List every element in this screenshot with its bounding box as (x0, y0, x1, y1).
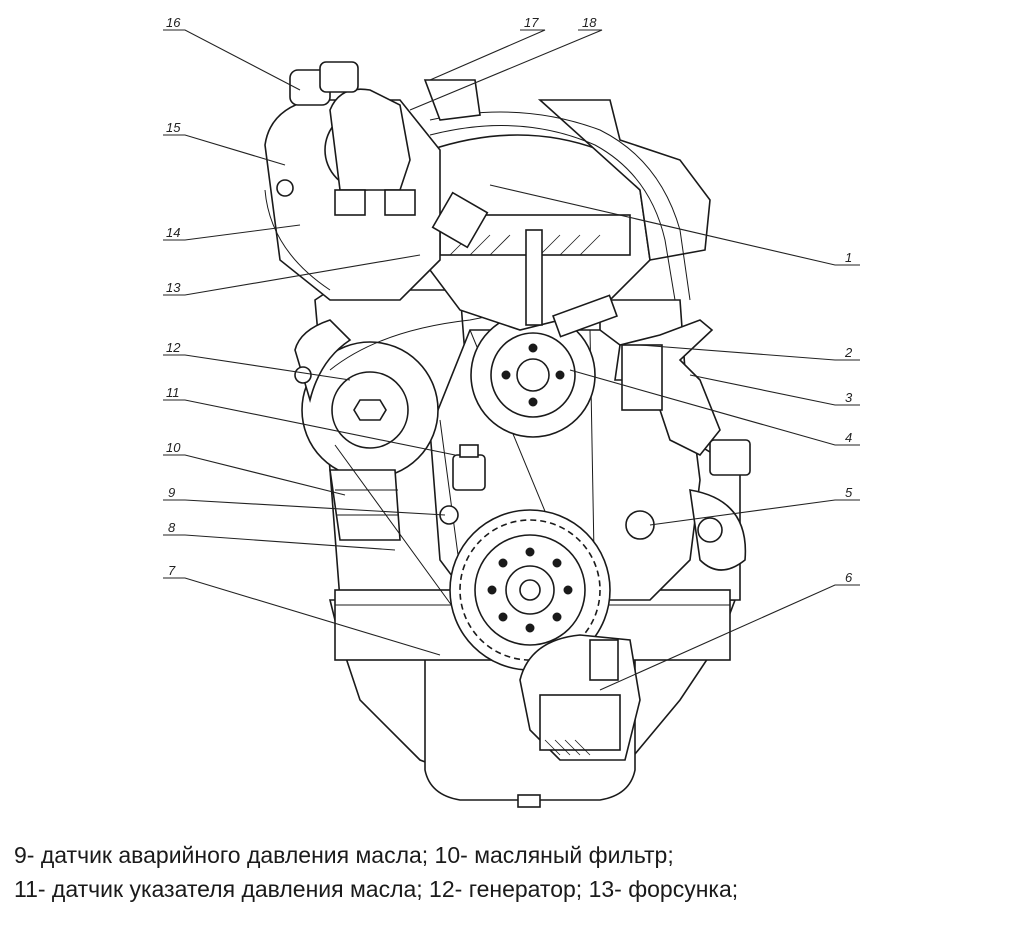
callout-8: 8 (168, 520, 176, 535)
callout-1: 1 (845, 250, 852, 265)
drain-plug (517, 794, 541, 808)
drive-belt (329, 309, 521, 611)
callout-5: 5 (845, 485, 853, 500)
callout-numbers: 16 15 14 13 12 11 10 9 8 7 17 18 1 2 3 4… (166, 15, 853, 585)
engine-diagram: 16 15 14 13 12 11 10 9 8 7 17 18 1 2 3 4… (163, 15, 860, 808)
callout-12: 12 (166, 340, 181, 355)
legend-line-2: 11- датчик указателя давления масла; 12-… (14, 876, 739, 902)
callout-13: 13 (166, 280, 181, 295)
callout-16: 16 (166, 15, 181, 30)
callout-2: 2 (844, 345, 853, 360)
callout-4: 4 (845, 430, 852, 445)
engine-drawing (264, 61, 751, 808)
callout-15: 15 (166, 120, 181, 135)
callout-6: 6 (845, 570, 853, 585)
injector (525, 229, 543, 326)
leader-lines (163, 29, 860, 691)
oil-filter (329, 469, 401, 541)
legend-caption: 9- датчик аварийного давления масла; 10-… (14, 838, 1014, 906)
callout-3: 3 (845, 390, 853, 405)
legend-line-1: 9- датчик аварийного давления масла; 10-… (14, 842, 674, 868)
crank-sensor (589, 639, 619, 681)
callout-14: 14 (166, 225, 180, 240)
alternator-nut (353, 399, 387, 421)
callout-9: 9 (168, 485, 175, 500)
callout-17: 17 (524, 15, 539, 30)
callout-10: 10 (166, 440, 181, 455)
oil-pressure-gauge-sensor (452, 454, 486, 491)
callout-11: 11 (166, 385, 180, 400)
callout-7: 7 (168, 563, 176, 578)
callout-18: 18 (582, 15, 597, 30)
